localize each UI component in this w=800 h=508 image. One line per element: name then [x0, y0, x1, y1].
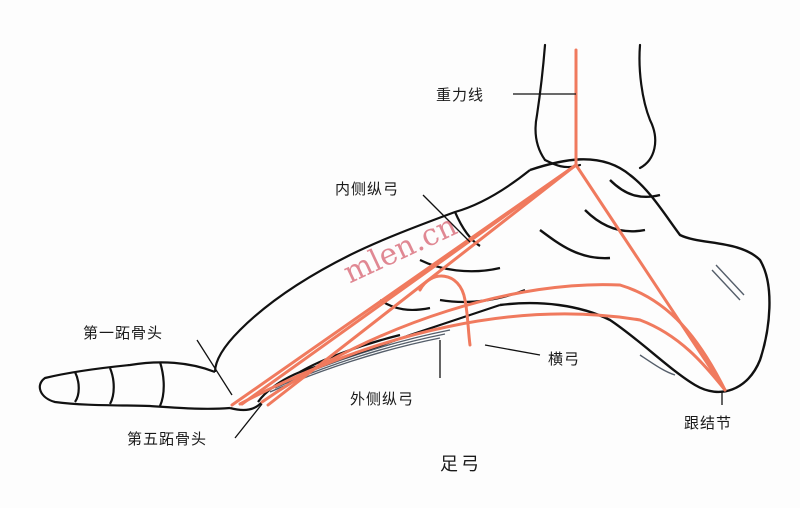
- label-medial-longitudinal-arch: 内侧纵弓: [335, 180, 400, 198]
- arch-lines: [230, 48, 727, 407]
- hindfoot-outline: [499, 158, 771, 394]
- label-gravity-line: 重力线: [436, 86, 485, 104]
- midfoot-metatarsals-outline: [213, 169, 531, 403]
- label-fifth-metatarsal-head: 第五跖骨头: [127, 430, 208, 448]
- leader-medial: [422, 194, 471, 243]
- label-lateral-longitudinal-arch: 外侧纵弓: [350, 390, 415, 408]
- transverse-arch-line: [418, 274, 472, 347]
- leader-first-metatarsal: [196, 339, 233, 396]
- leg-bones-outline: [534, 43, 657, 170]
- calcaneus-line: [574, 163, 727, 392]
- label-transverse-arch: 横弓: [548, 350, 581, 368]
- leader-fifth-metatarsal: [234, 403, 263, 439]
- leader-transverse: [484, 344, 541, 356]
- label-first-metatarsal-head: 第一跖骨头: [83, 324, 164, 342]
- toes-outline: [38, 361, 263, 412]
- leader-lines: [196, 93, 723, 439]
- label-calcaneal-tuberosity: 跟结节: [684, 414, 733, 432]
- figure-title: 足弓: [440, 454, 482, 475]
